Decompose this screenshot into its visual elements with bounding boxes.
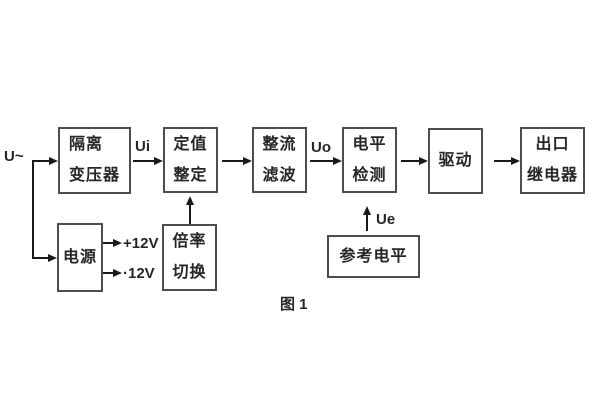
arrow-power-minus12v: [103, 272, 113, 274]
block-label-line: 继电器: [526, 167, 578, 184]
arrow-transformer-to-setting: [133, 160, 154, 162]
block-output-relay: 出口 继电器: [520, 127, 585, 194]
arrow-detector-to-driver: [401, 160, 419, 162]
arrow-input-to-power: [32, 257, 48, 259]
arrow-reference-to-detector: [366, 215, 368, 231]
block-reference-level: 参考电平: [327, 235, 420, 278]
input-branch-line: [32, 160, 34, 259]
signal-label-uo: Uo: [311, 139, 331, 156]
arrow-power-plus12v: [103, 242, 113, 244]
arrowhead-power-minus12v: [113, 269, 122, 277]
block-isolation-transformer: 隔离 变压器: [58, 127, 131, 194]
arrowhead-rectifier-to-detector: [333, 157, 342, 165]
block-label-line: 整流: [262, 135, 297, 153]
arrowhead-ratio-to-setting: [186, 196, 194, 205]
signal-label-input: U~: [4, 148, 24, 165]
arrow-input-to-transformer: [32, 160, 49, 162]
block-label-line: 倍率: [172, 233, 207, 250]
block-label-line: 出口: [535, 136, 570, 153]
block-label-line: 整定: [173, 166, 208, 184]
block-label-line: 电平: [352, 135, 387, 153]
block-label-line: 参考电平: [339, 247, 408, 265]
arrow-driver-to-relay: [494, 160, 511, 162]
block-power-supply: 电源: [57, 223, 103, 292]
block-label-line: 滤波: [262, 166, 297, 184]
arrowhead-driver-to-relay: [511, 157, 520, 165]
block-label-line: 驱动: [438, 152, 473, 169]
arrowhead-input-to-power: [48, 254, 57, 262]
signal-label-ue: Ue: [376, 211, 396, 228]
arrow-setting-to-rectifier: [222, 160, 243, 162]
arrowhead-setting-to-rectifier: [243, 157, 252, 165]
arrowhead-input-to-transformer: [49, 157, 58, 165]
signal-label-minus12v: ·12V: [123, 265, 155, 282]
block-label-line: 检测: [352, 166, 387, 184]
block-label-line: 隔离: [69, 136, 104, 153]
block-rectifier-filter: 整流 滤波: [252, 127, 307, 193]
block-label-line: 电源: [62, 248, 97, 266]
arrow-ratio-to-setting: [189, 205, 191, 224]
block-setting-adjust: 定值 整定: [163, 127, 218, 193]
signal-label-ui: Ui: [135, 138, 150, 155]
block-ratio-switch: 倍率 切换: [162, 224, 217, 291]
block-label-line: 定值: [173, 135, 208, 153]
signal-label-plus12v: +12V: [123, 235, 159, 252]
block-label-line: 切换: [172, 264, 207, 281]
block-label-line: 变压器: [69, 167, 121, 184]
figure-caption: 图 1: [280, 296, 308, 313]
arrowhead-transformer-to-setting: [154, 157, 163, 165]
arrowhead-power-plus12v: [113, 239, 122, 247]
arrow-rectifier-to-detector: [310, 160, 333, 162]
block-level-detector: 电平 检测: [342, 127, 397, 193]
arrowhead-detector-to-driver: [419, 157, 428, 165]
block-driver: 驱动: [428, 128, 483, 194]
arrowhead-reference-to-detector: [363, 206, 371, 215]
